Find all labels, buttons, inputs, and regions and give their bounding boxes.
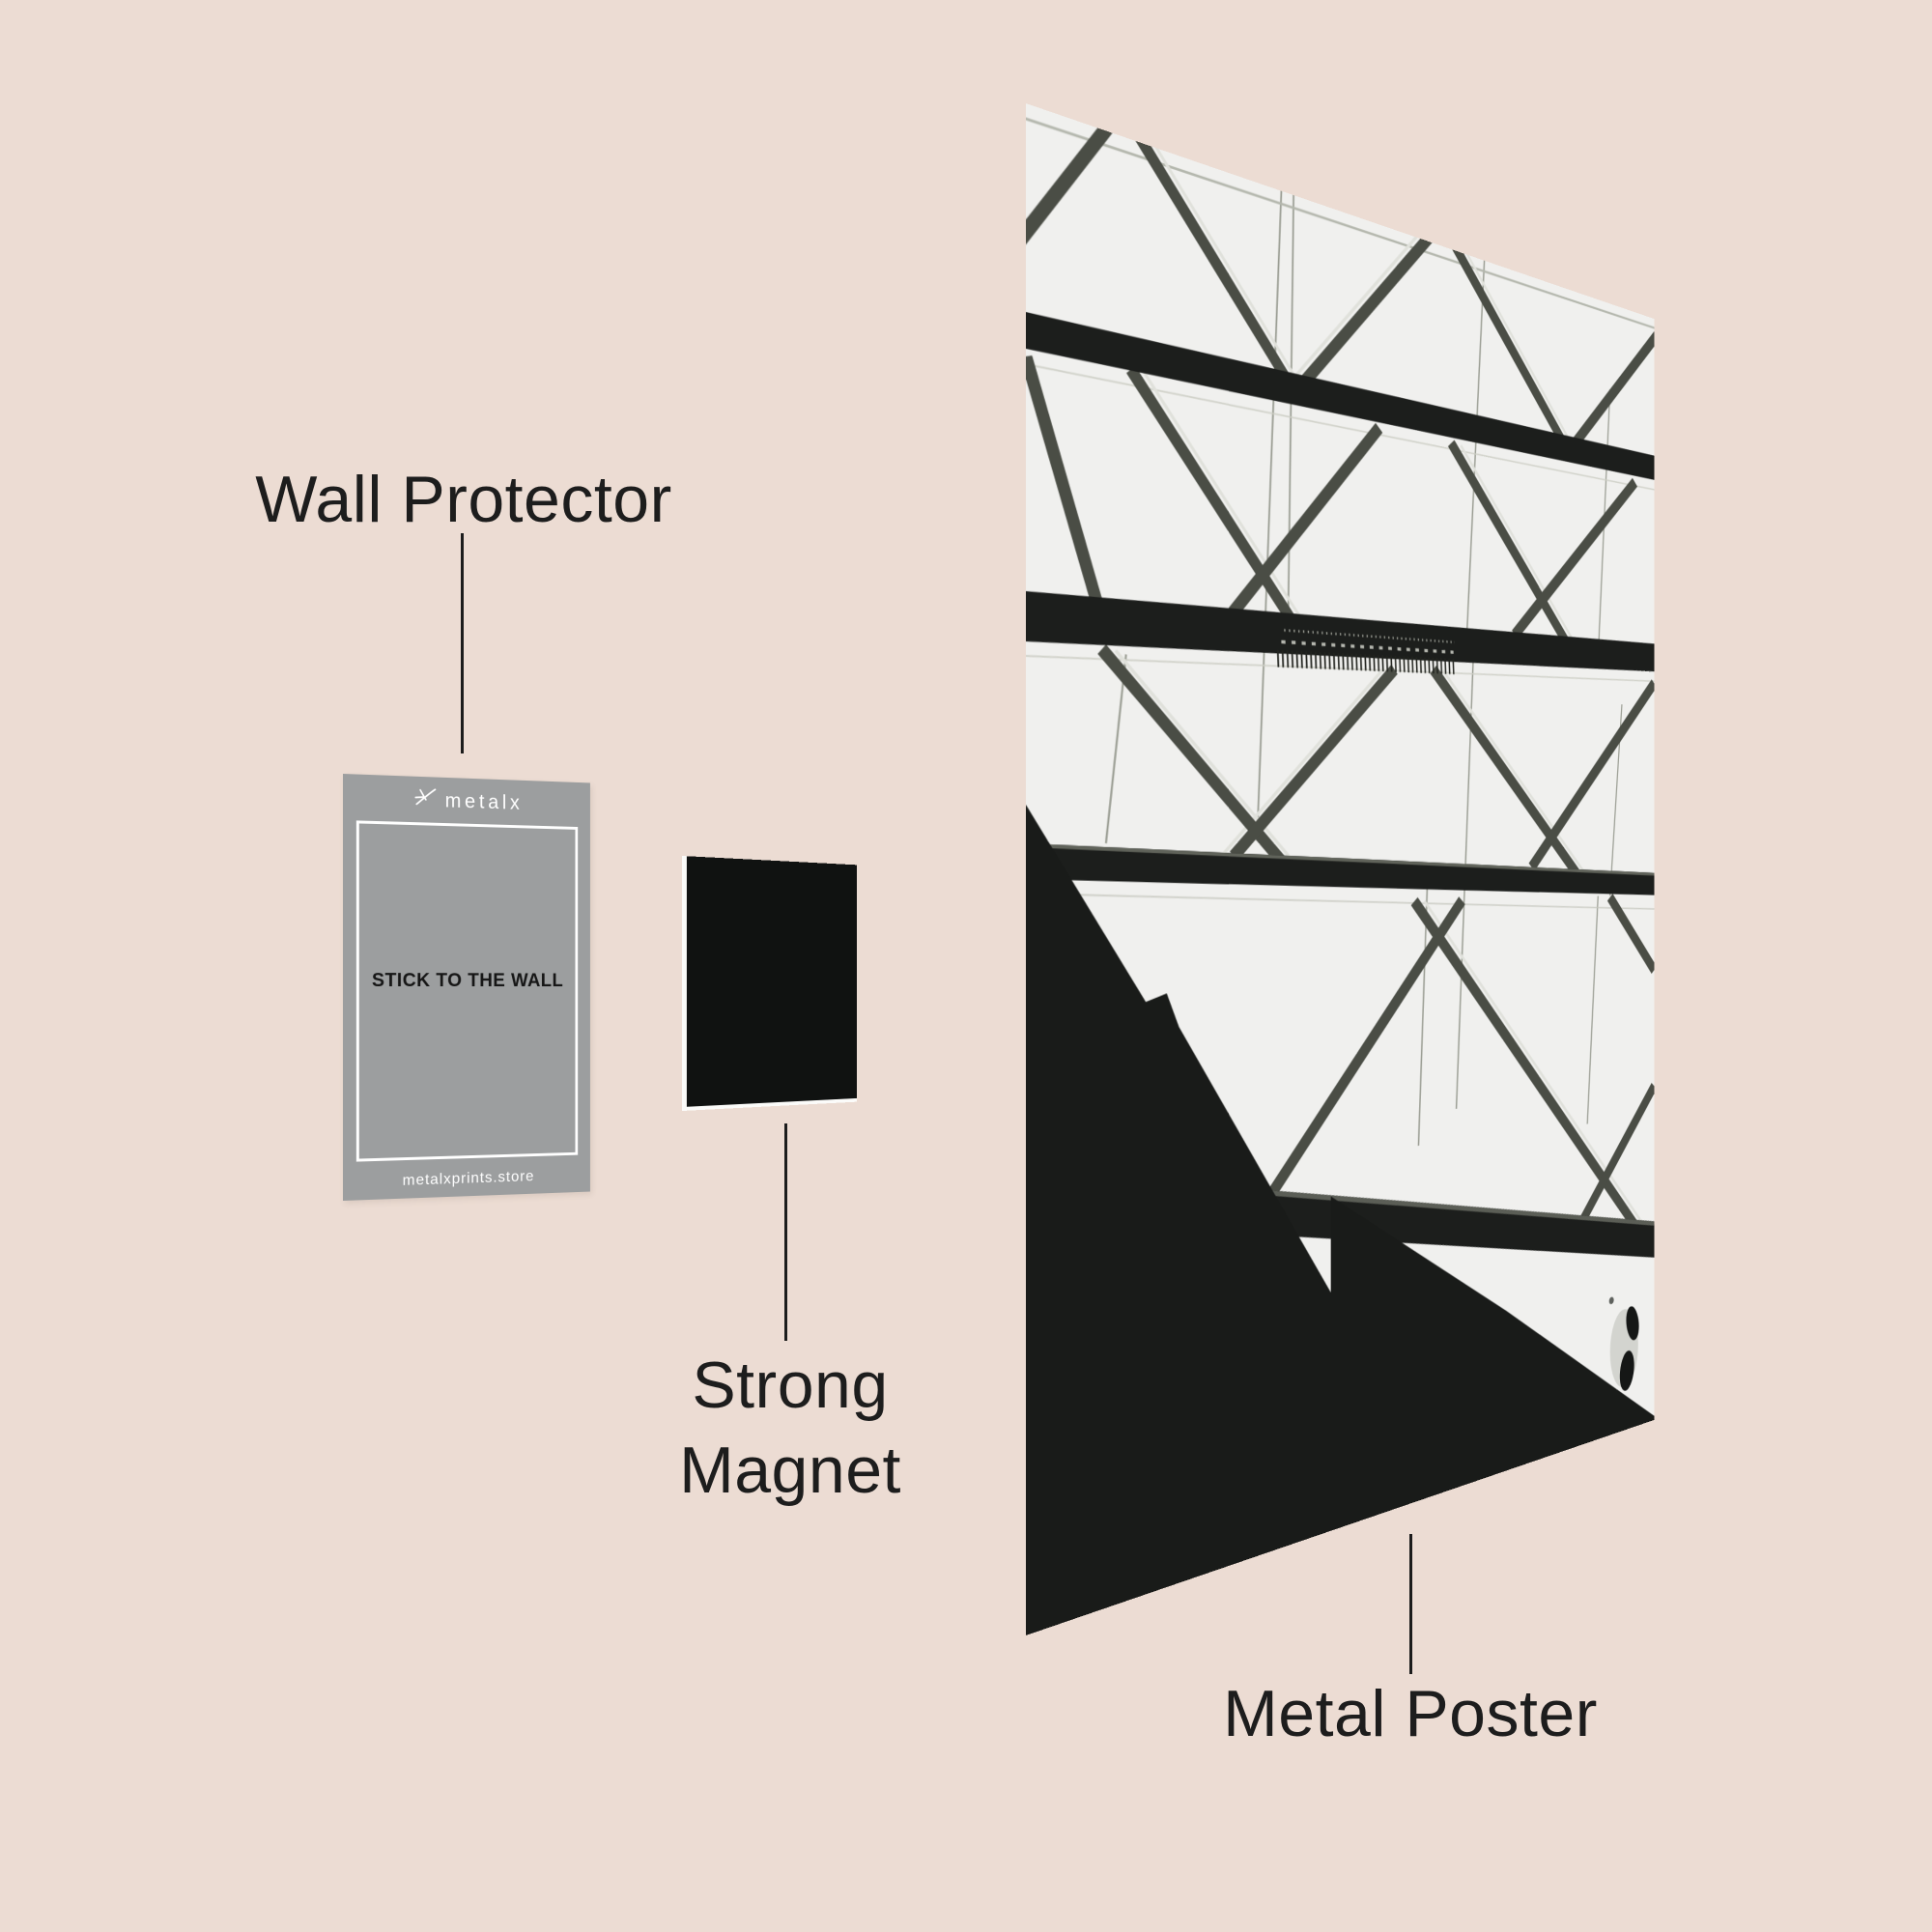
card-center-text: STICK TO THE WALL (343, 970, 590, 992)
metal-poster-label: Metal Poster (1223, 1676, 1598, 1751)
card-footer-text: metalxprints.store (343, 1167, 590, 1192)
metalx-logo-icon (414, 788, 437, 812)
strong-magnet-connector-line (784, 1123, 787, 1341)
brand-logo: metalx (343, 785, 590, 817)
wall-protector-card: metalx STICK TO THE WALL metalxprints.st… (343, 774, 590, 1201)
wall-protector-label: Wall Protector (255, 462, 671, 537)
magnet-square (682, 856, 857, 1111)
brand-wordmark: metalx (445, 789, 524, 814)
metal-poster-connector-line (1409, 1534, 1412, 1674)
glass-roof-photo (1026, 103, 1654, 1635)
wall-protector-connector-line (461, 533, 464, 753)
metal-poster-image (1026, 103, 1654, 1635)
strong-magnet-label: Strong Magnet (616, 1343, 964, 1513)
